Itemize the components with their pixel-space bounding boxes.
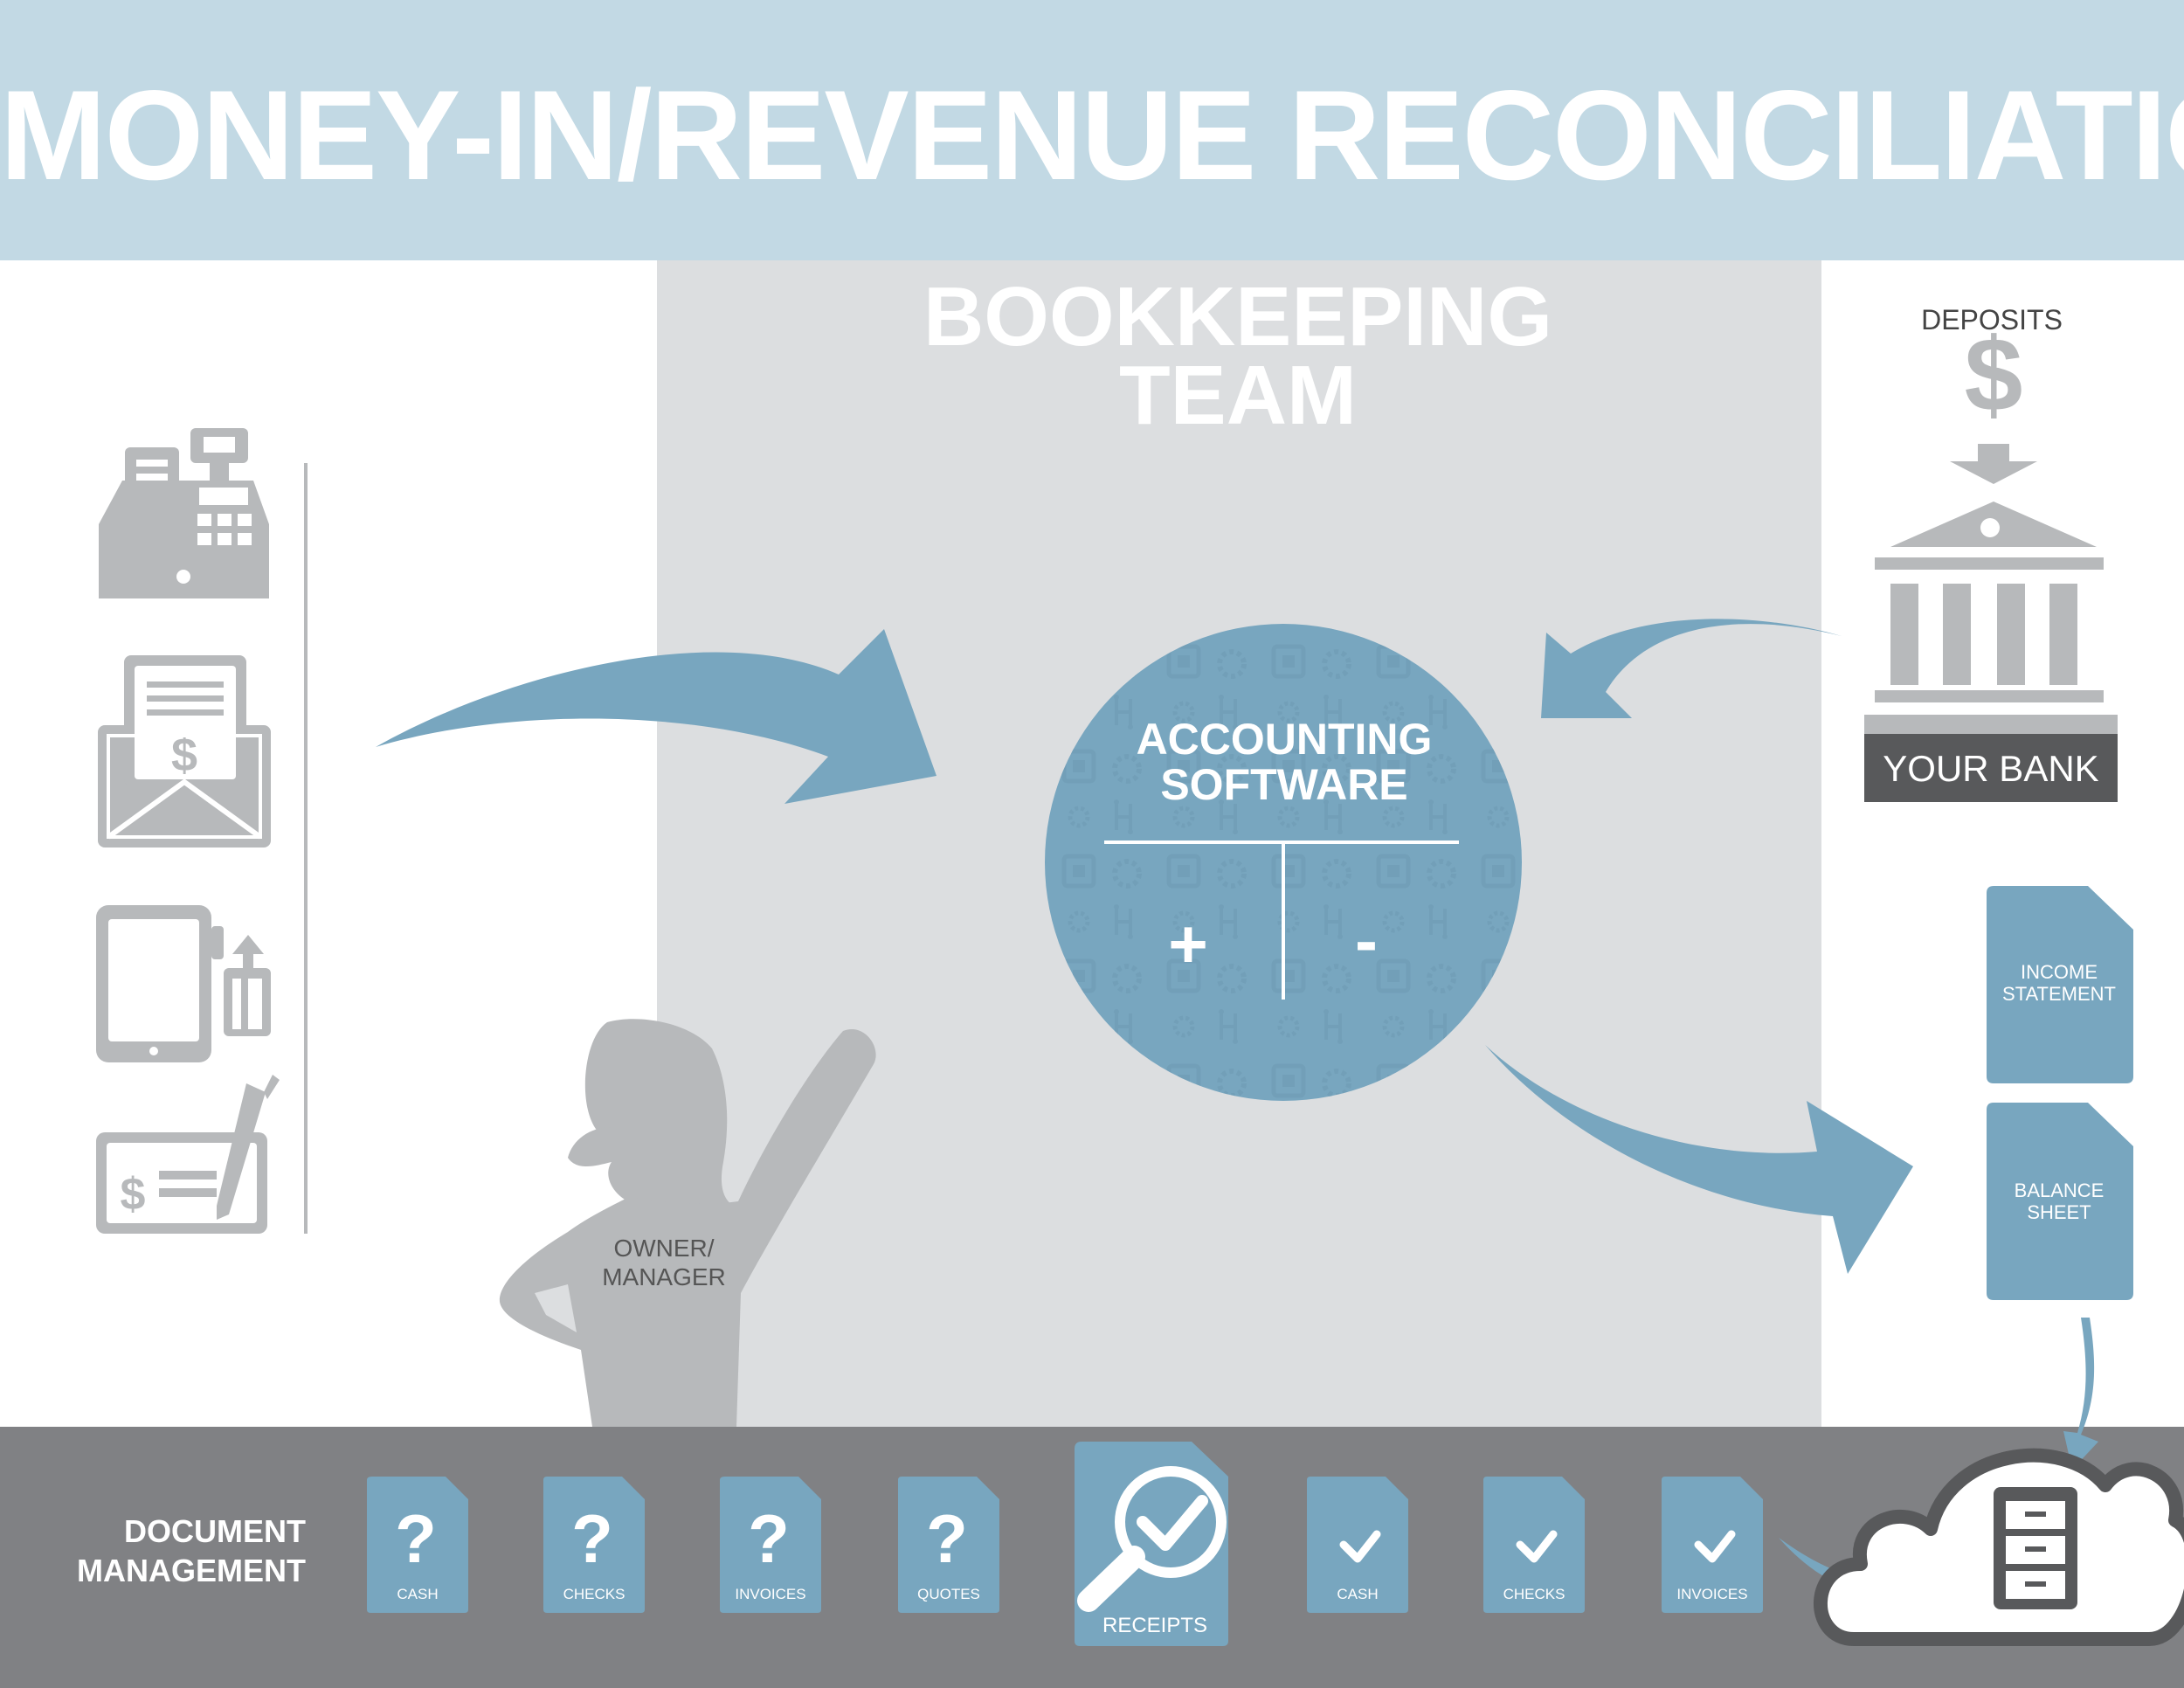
cloud-cabinet-icon bbox=[1813, 1448, 2184, 1646]
software-line-1: ACCOUNTING bbox=[1136, 715, 1433, 764]
header-band bbox=[0, 0, 2184, 260]
doc-card-receipts bbox=[1075, 1442, 1228, 1646]
balance-sheet-label: BALANCE SHEET bbox=[1985, 1180, 2133, 1223]
your-bank-label: YOUR BANK bbox=[1883, 748, 2099, 789]
check-mark-icon bbox=[1516, 1530, 1558, 1563]
team-line-1: BOOKKEEPING bbox=[923, 270, 1553, 363]
income-line-2: STATEMENT bbox=[2002, 983, 2116, 1005]
doc-label-checks-verified: CHECKS bbox=[1503, 1586, 1565, 1602]
bank-dollar-icon: $ bbox=[1965, 316, 2023, 433]
question-mark-icon: ? bbox=[395, 1500, 437, 1577]
owner-line-1: OWNER/ bbox=[613, 1235, 715, 1262]
tablet-payment-icon bbox=[96, 905, 271, 1062]
software-line-2: SOFTWARE bbox=[1160, 760, 1408, 809]
doc-card-checks-pending bbox=[543, 1477, 645, 1613]
doc-label-receipts: RECEIPTS bbox=[1102, 1614, 1208, 1637]
balance-line-2: SHEET bbox=[2027, 1201, 2091, 1223]
doc-card-cash-pending bbox=[367, 1477, 468, 1613]
bank-label-bg bbox=[1864, 734, 2118, 802]
arrow-software-to-reports bbox=[1485, 1045, 1913, 1274]
question-mark-icon: ? bbox=[748, 1500, 790, 1577]
debit-minus-sign: - bbox=[1355, 902, 1378, 979]
bank-building-icon bbox=[1864, 502, 2118, 734]
arrow-sources-to-software bbox=[376, 629, 936, 804]
arrow-reports-to-cloud bbox=[2063, 1318, 2098, 1470]
income-statement-label: INCOME STATEMENT bbox=[1985, 961, 2133, 1005]
income-line-1: INCOME bbox=[2021, 961, 2098, 983]
arrow-bank-to-software bbox=[1541, 619, 1842, 718]
doc-card-invoices-verified bbox=[1662, 1477, 1763, 1613]
down-arrow-icon bbox=[1950, 444, 2037, 484]
doc-card-checks-verified bbox=[1483, 1477, 1585, 1613]
question-mark-icon: ? bbox=[926, 1500, 968, 1577]
check-payment-icon: $ bbox=[96, 1075, 280, 1234]
team-line-2: TEAM bbox=[1119, 349, 1357, 442]
document-management-label: DOCUMENT MANAGEMENT bbox=[35, 1512, 306, 1590]
svg-text:$: $ bbox=[121, 1169, 146, 1220]
docmgmt-line-1: DOCUMENT bbox=[124, 1513, 306, 1549]
doc-label-cash-verified: CASH bbox=[1337, 1586, 1379, 1602]
accounting-software-label: ACCOUNTING SOFTWARE bbox=[1048, 716, 1520, 807]
doc-card-invoices-pending bbox=[720, 1477, 821, 1613]
owner-manager-label: OWNER/ MANAGER bbox=[577, 1234, 751, 1291]
doc-label-quotes-pending: QUOTES bbox=[917, 1586, 980, 1602]
owner-line-2: MANAGER bbox=[602, 1263, 726, 1290]
doc-card-cash-verified bbox=[1307, 1477, 1408, 1613]
balance-sheet-doc-icon bbox=[1987, 1103, 2133, 1300]
deposits-label: DEPOSITS bbox=[1921, 304, 2063, 336]
question-mark-icon: ? bbox=[571, 1500, 613, 1577]
doc-label-checks-pending: CHECKS bbox=[563, 1586, 625, 1602]
magnifier-check-icon bbox=[1077, 1466, 1227, 1612]
check-mark-icon bbox=[1339, 1530, 1381, 1563]
owner-manager-silhouette bbox=[499, 1019, 876, 1427]
doc-card-quotes-pending bbox=[898, 1477, 999, 1613]
docmgmt-line-2: MANAGEMENT bbox=[77, 1553, 306, 1588]
balance-line-1: BALANCE bbox=[2014, 1180, 2105, 1201]
doc-label-invoices-pending: INVOICES bbox=[735, 1586, 806, 1602]
accounting-software-circle bbox=[1045, 624, 1522, 1101]
mail-payment-icon: $ bbox=[98, 655, 271, 847]
page-title: MONEY-IN/REVENUE RECONCILIATION bbox=[0, 64, 2184, 206]
svg-text:$: $ bbox=[1965, 316, 2023, 433]
cash-register-icon bbox=[99, 428, 269, 598]
doc-label-cash-pending: CASH bbox=[397, 1586, 439, 1602]
doc-label-invoices-verified: INVOICES bbox=[1676, 1586, 1748, 1602]
sources-divider bbox=[304, 463, 308, 1234]
income-statement-doc-icon bbox=[1987, 886, 2133, 1083]
credit-plus-sign: + bbox=[1168, 905, 1208, 982]
check-mark-icon bbox=[1694, 1530, 1736, 1563]
bookkeeping-team-heading: BOOKKEEPING TEAM bbox=[657, 270, 1819, 442]
